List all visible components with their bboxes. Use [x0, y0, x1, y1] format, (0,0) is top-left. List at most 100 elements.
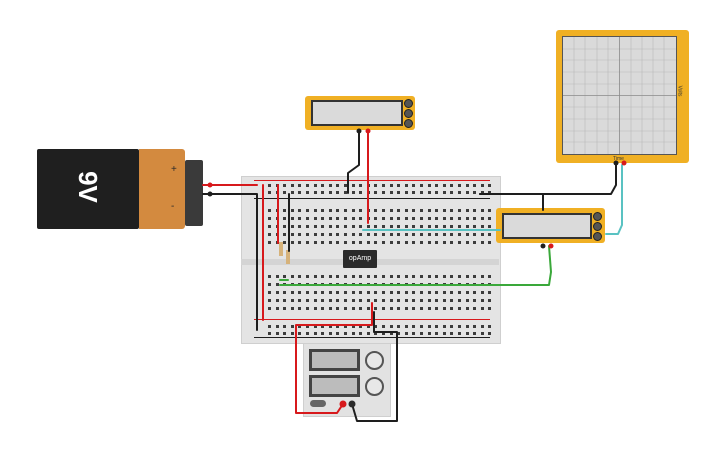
breadboard-hole[interactable] — [382, 225, 385, 228]
breadboard-hole[interactable] — [283, 275, 287, 278]
breadboard-hole[interactable] — [488, 275, 492, 278]
breadboard-hole[interactable] — [336, 299, 340, 302]
breadboard-hole[interactable] — [328, 191, 332, 194]
breadboard-hole[interactable] — [488, 225, 492, 228]
breadboard-hole[interactable] — [366, 291, 370, 294]
breadboard-hole[interactable] — [465, 283, 469, 286]
breadboard-hole[interactable] — [458, 225, 461, 228]
breadboard-hole[interactable] — [359, 191, 363, 194]
breadboard-hole[interactable] — [275, 217, 279, 220]
breadboard-hole[interactable] — [290, 217, 294, 220]
breadboard-hole[interactable] — [442, 325, 446, 328]
breadboard-hole[interactable] — [412, 307, 416, 310]
breadboard-hole[interactable] — [420, 225, 423, 228]
breadboard-hole[interactable] — [351, 299, 355, 302]
breadboard-hole[interactable] — [298, 241, 302, 244]
breadboard-hole[interactable] — [382, 275, 385, 278]
breadboard-hole[interactable] — [306, 209, 309, 212]
breadboard-hole[interactable] — [465, 184, 469, 187]
breadboard-hole[interactable] — [420, 191, 423, 194]
breadboard-hole[interactable] — [351, 275, 355, 278]
breadboard-hole[interactable] — [488, 325, 492, 328]
breadboard-hole[interactable] — [283, 233, 287, 236]
multimeter-mode-knob[interactable] — [593, 222, 602, 231]
breadboard-hole[interactable] — [465, 225, 469, 228]
breadboard-hole[interactable] — [488, 299, 492, 302]
breadboard-hole[interactable] — [351, 233, 355, 236]
breadboard-hole[interactable] — [290, 191, 294, 194]
breadboard-hole[interactable] — [290, 233, 294, 236]
breadboard-hole[interactable] — [351, 184, 355, 187]
breadboard-hole[interactable] — [389, 233, 393, 236]
breadboard-hole[interactable] — [465, 241, 469, 244]
breadboard-hole[interactable] — [275, 283, 279, 286]
breadboard-hole[interactable] — [328, 209, 332, 212]
breadboard-hole[interactable] — [458, 191, 461, 194]
multimeter-mode-knob[interactable] — [404, 119, 413, 128]
breadboard-hole[interactable] — [435, 233, 439, 236]
breadboard-hole[interactable] — [268, 209, 271, 212]
opamp-chip[interactable]: opAmp — [343, 250, 377, 268]
breadboard-hole[interactable] — [389, 325, 393, 328]
breadboard-hole[interactable] — [458, 209, 461, 212]
breadboard-hole[interactable] — [450, 283, 454, 286]
breadboard-hole[interactable] — [458, 307, 461, 310]
breadboard-hole[interactable] — [313, 291, 317, 294]
breadboard-hole[interactable] — [404, 332, 408, 335]
breadboard-hole[interactable] — [382, 184, 385, 187]
breadboard-hole[interactable] — [313, 241, 317, 244]
breadboard-hole[interactable] — [306, 307, 309, 310]
breadboard-hole[interactable] — [427, 291, 431, 294]
breadboard-hole[interactable] — [442, 241, 446, 244]
breadboard-hole[interactable] — [450, 217, 454, 220]
breadboard-hole[interactable] — [480, 217, 484, 220]
breadboard-hole[interactable] — [435, 307, 439, 310]
psu-current-knob[interactable] — [365, 377, 384, 396]
breadboard-hole[interactable] — [473, 275, 477, 278]
breadboard-hole[interactable] — [442, 209, 446, 212]
breadboard-hole[interactable] — [473, 225, 477, 228]
breadboard-hole[interactable] — [366, 283, 370, 286]
breadboard-hole[interactable] — [336, 291, 340, 294]
breadboard-hole[interactable] — [397, 275, 401, 278]
breadboard-hole[interactable] — [268, 275, 271, 278]
breadboard-hole[interactable] — [382, 291, 385, 294]
breadboard-hole[interactable] — [427, 225, 431, 228]
breadboard-hole[interactable] — [480, 191, 484, 194]
breadboard-hole[interactable] — [344, 209, 347, 212]
multimeter-mode-knob[interactable] — [404, 109, 413, 118]
breadboard-hole[interactable] — [290, 325, 294, 328]
breadboard-hole[interactable] — [389, 241, 393, 244]
breadboard-hole[interactable] — [313, 191, 317, 194]
breadboard-hole[interactable] — [435, 325, 439, 328]
breadboard-hole[interactable] — [268, 217, 271, 220]
breadboard-hole[interactable] — [412, 191, 416, 194]
breadboard-hole[interactable] — [336, 209, 340, 212]
breadboard-hole[interactable] — [442, 191, 446, 194]
breadboard-hole[interactable] — [420, 325, 423, 328]
breadboard-hole[interactable] — [321, 275, 325, 278]
breadboard-hole[interactable] — [321, 233, 325, 236]
breadboard-hole[interactable] — [412, 241, 416, 244]
breadboard-hole[interactable] — [389, 209, 393, 212]
psu-voltage-knob[interactable] — [365, 351, 384, 370]
breadboard-hole[interactable] — [283, 225, 287, 228]
breadboard-hole[interactable] — [336, 241, 340, 244]
breadboard-hole[interactable] — [397, 291, 401, 294]
breadboard-hole[interactable] — [283, 307, 287, 310]
breadboard-hole[interactable] — [328, 291, 332, 294]
breadboard-hole[interactable] — [473, 283, 477, 286]
breadboard-hole[interactable] — [450, 225, 454, 228]
breadboard-hole[interactable] — [435, 209, 439, 212]
breadboard-hole[interactable] — [328, 332, 332, 335]
breadboard-hole[interactable] — [275, 299, 279, 302]
breadboard-hole[interactable] — [321, 332, 325, 335]
multimeter-mode-knob[interactable] — [593, 212, 602, 221]
breadboard-hole[interactable] — [275, 325, 279, 328]
breadboard-hole[interactable] — [442, 332, 446, 335]
breadboard-hole[interactable] — [268, 184, 271, 187]
breadboard-hole[interactable] — [366, 325, 370, 328]
breadboard-hole[interactable] — [290, 307, 294, 310]
breadboard-hole[interactable] — [328, 325, 332, 328]
breadboard-hole[interactable] — [412, 291, 416, 294]
